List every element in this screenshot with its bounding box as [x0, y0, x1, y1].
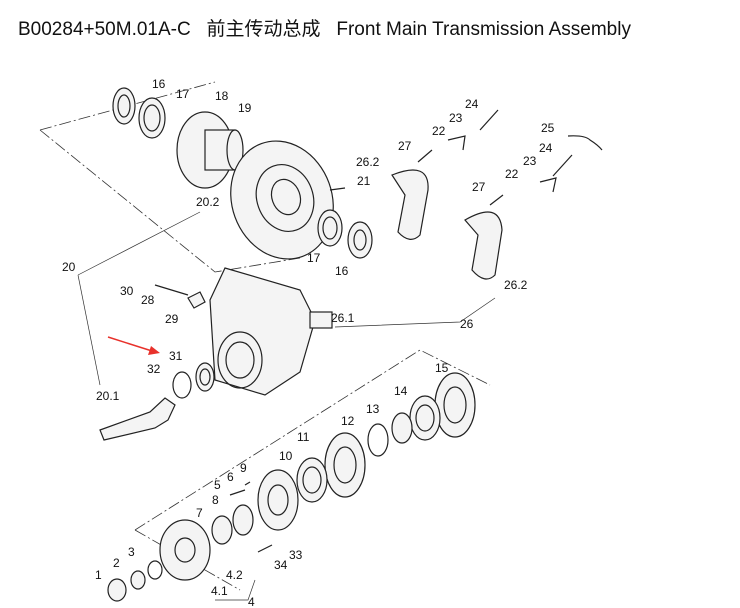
bearing-31	[195, 362, 215, 392]
washer-2	[130, 570, 146, 590]
leader-4	[215, 579, 256, 601]
callout-label-26-1: 26.1	[331, 311, 355, 325]
callout-label-1: 1	[95, 568, 102, 582]
callout-label-26: 26	[460, 317, 474, 331]
callout-label-22: 22	[505, 167, 519, 181]
bearing-cup-17-lower	[317, 209, 343, 247]
callout-label-26-2: 26.2	[356, 155, 380, 169]
callout-label-23: 23	[523, 154, 537, 168]
seal-8	[232, 504, 254, 536]
bolt-34-washer-33	[257, 544, 273, 553]
callout-label-4-1: 4.1	[211, 584, 228, 598]
callout-label-34: 34	[274, 558, 288, 572]
bearing-cup-17-upper	[138, 97, 166, 139]
callout-label-11: 11	[297, 430, 310, 444]
bearing-cap-26-2-right	[464, 211, 503, 280]
callout-label-6: 6	[227, 470, 234, 484]
o-ring-32	[172, 371, 192, 399]
seal-housing-9	[257, 469, 299, 531]
callout-label-22: 22	[432, 124, 446, 138]
cover-11	[324, 432, 366, 498]
callout-label-20-2: 20.2	[196, 195, 220, 209]
callout-label-4-2: 4.2	[226, 568, 243, 582]
callout-label-19: 19	[238, 101, 252, 115]
callout-label-21: 21	[357, 174, 371, 188]
bearing-10	[296, 457, 328, 503]
callout-label-17: 17	[176, 87, 190, 101]
callout-label-12: 12	[341, 414, 355, 428]
callout-label-26-2: 26.2	[504, 278, 528, 292]
callout-label-25: 25	[541, 121, 555, 135]
cover-15	[434, 372, 476, 438]
callout-label-24: 24	[539, 141, 553, 155]
flange-4	[159, 519, 211, 581]
callout-label-7: 7	[196, 506, 203, 520]
callout-label-15: 15	[435, 361, 449, 375]
callout-label-24: 24	[465, 97, 479, 111]
callout-label-3: 3	[128, 545, 135, 559]
callout-label-5: 5	[214, 478, 221, 492]
differential-case-19	[176, 111, 244, 189]
bolt-21	[329, 187, 346, 191]
callout-label-16: 16	[335, 264, 349, 278]
callout-label-4: 4	[248, 595, 255, 608]
assembly-leader-lines	[77, 211, 496, 386]
callout-label-20: 20	[62, 260, 76, 274]
bearing-cone-16-upper	[112, 87, 136, 125]
ring-gear-20-2	[230, 140, 334, 260]
callout-label-16: 16	[152, 77, 166, 91]
callout-label-14: 14	[394, 384, 408, 398]
plate-29	[187, 291, 206, 309]
spacer-13	[391, 412, 413, 444]
red-pointer-arrow	[107, 336, 160, 355]
bearing-14	[409, 395, 441, 441]
callout-label-8: 8	[212, 493, 219, 507]
page-title: B00284+50M.01A-C 前主传动总成 Front Main Trans…	[18, 19, 631, 40]
callout-label-10: 10	[279, 449, 293, 463]
callout-label-31: 31	[169, 349, 183, 363]
pinion-shaft-20-1	[99, 397, 176, 441]
callout-label-20-1: 20.1	[96, 389, 120, 403]
lock-plates-22	[447, 135, 557, 193]
callout-label-13: 13	[366, 402, 380, 416]
callout-label-29: 29	[165, 312, 179, 326]
callout-label-33: 33	[289, 548, 303, 562]
bolts-24	[479, 109, 573, 177]
callout-label-2: 2	[113, 556, 120, 570]
washer-3	[147, 560, 163, 580]
main-housing-26-1	[209, 267, 333, 396]
callout-label-28: 28	[141, 293, 155, 307]
bolts-27	[417, 149, 504, 206]
bolt-28	[154, 284, 189, 296]
callout-label-17: 17	[307, 251, 321, 265]
wire-25	[567, 135, 603, 151]
callout-label-27: 27	[398, 139, 412, 153]
bolt-5-washer-6	[229, 481, 251, 496]
callout-label-18: 18	[215, 89, 229, 103]
callout-label-30: 30	[120, 284, 134, 298]
nut-1	[107, 578, 127, 602]
callout-label-32: 32	[147, 362, 161, 376]
callout-label-23: 23	[449, 111, 463, 125]
ring-12	[367, 423, 389, 457]
callout-label-27: 27	[472, 180, 486, 194]
spacer-7	[211, 515, 233, 545]
callout-label-9: 9	[240, 461, 247, 475]
bearing-cap-26-2-left	[391, 169, 429, 240]
bearing-cone-16-lower	[347, 221, 373, 259]
